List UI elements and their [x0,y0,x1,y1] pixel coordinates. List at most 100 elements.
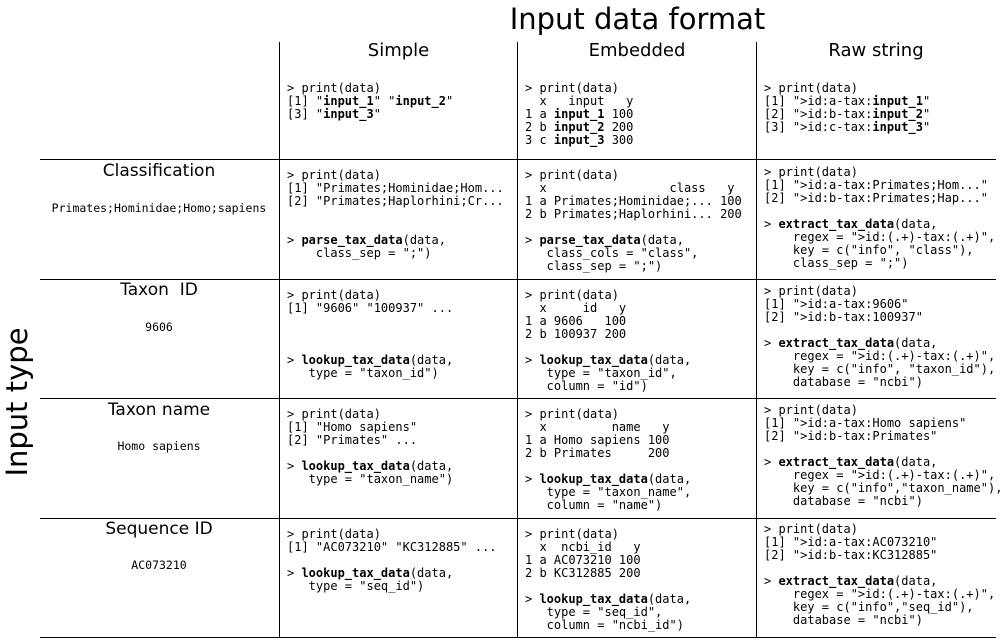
code-text [525,220,532,234]
code-function-name: parse_tax_data [539,233,641,247]
code-text: class_sep = ";") [287,246,432,260]
code-line: x ncbi_id y [525,541,691,554]
code-line: regex = ">id:(.+)-tax:(.+)", [764,588,995,601]
code-text: [1] "Homo sapiens" [287,420,418,434]
code-function-name: extract_tax_data [778,217,895,231]
code-text: type = "taxon_name", [525,485,692,499]
code-text: 2 b [525,120,554,134]
code-line: > print(data) [764,404,1000,417]
code-line: > lookup_tax_data(data, [287,460,453,473]
code-text [287,340,294,354]
code-function-name: input_2 [553,120,605,134]
code-text: > print(data) [525,407,619,421]
code-line: [1] "9606" "100937" ... [287,302,453,315]
code-text: " [922,94,931,108]
code-line: [2] "Primates;Haplorhini;Cr... [287,195,504,208]
code-line: [3] "input_3" [287,108,453,121]
grid-line-col3 [756,42,757,638]
code-text [764,442,771,456]
code-text: [1] ">id:a-tax:AC073210" [764,535,938,549]
column-header-raw-string: Raw string [828,40,924,61]
code-text: [1] ">id:a-tax:Homo sapiens" [764,416,967,430]
code-text: key = c("info", "taxon_id"), [764,362,996,376]
code-text: (data, [894,455,938,469]
code-text: regex = ">id:(.+)-tax:(.+)", [764,349,996,363]
code-text: class_sep = ";") [764,256,909,270]
code-text: > [764,455,779,469]
code-text: x input y [525,94,634,108]
code-text: > print(data) [287,168,381,182]
row-label-classification: Classification [102,161,216,181]
code-text: [2] "Primates" ... [287,433,418,447]
code-text: > print(data) [764,165,858,179]
code-line: > lookup_tax_data(data, [287,354,453,367]
code-text: > print(data) [525,527,619,541]
code-cell: > print(data)[1] ">id:a-tax:Homo sapiens… [764,404,1000,508]
code-line: [1] ">id:a-tax:Homo sapiens" [764,417,1000,430]
code-text: > [287,566,302,580]
code-function-name: extract_tax_data [778,574,895,588]
code-text: [3] " [287,107,324,121]
code-line: > extract_tax_data(data, [764,456,1000,469]
code-text [287,553,294,567]
code-text: column = "id") [525,379,648,393]
code-line: [3] ">id:c-tax:input_3" [764,121,930,134]
grid-line-row2 [40,279,996,280]
code-line: > print(data) [525,408,691,421]
column-header-embedded: Embedded [588,40,686,61]
code-cell: > print(data)[1] "9606" "100937" ... > l… [287,289,453,380]
code-text [764,323,771,337]
code-line: 2 b Primates;Haplorhini... 200 [525,208,742,221]
code-line: > extract_tax_data(data, [764,337,995,350]
code-function-name: lookup_tax_data [539,472,648,486]
code-text: 200 [604,120,634,134]
code-line: > print(data) [525,289,691,302]
code-function-name: input_1 [872,94,923,108]
code-line: type = "taxon_name", [525,485,692,499]
code-line: [2] ">id:b-tax:100937" [764,311,995,324]
code-text: 300 [604,133,634,147]
code-line: 1 a Primates;Hominidae;... 100 [525,195,742,208]
code-line: regex = ">id:(.+)-tax:(.+)", [764,469,1000,482]
code-text: type = "taxon_name") [287,472,454,486]
code-line: x class y [525,182,742,195]
code-text: database = "ncbi") [764,494,923,508]
code-line: class_cols = "class", [525,247,742,260]
code-line: regex = ">id:(.+)-tax:(.+)", [764,350,995,363]
code-cell: > print(data)[1] ">id:a-tax:input_1"[2] … [764,82,930,134]
code-line: regex = ">id:(.+)-tax:(.+)", [764,231,995,244]
code-text: > print(data) [525,81,619,95]
code-text: 1 a [525,107,554,121]
code-text: (data, [647,592,692,606]
row-label-taxon-name: Taxon name [107,400,211,420]
code-text [525,340,532,354]
code-line: column = "ncbi_id") [525,619,691,632]
code-text: 1 a Homo sapiens 100 [525,433,670,447]
code-line: [1] ">id:a-tax:input_1" [764,95,930,108]
code-line: [1] ">id:a-tax:Primates;Hom..." [764,179,995,192]
code-line: 1 a input_1 100 [525,108,633,121]
code-line: type = "seq_id", [525,606,691,619]
code-text: > print(data) [287,81,381,95]
code-line: > print(data) [764,166,995,179]
code-text: 100 [604,107,634,121]
code-text: > print(data) [525,288,619,302]
code-text: x name y [525,420,670,434]
code-line: > parse_tax_data(data, [287,234,504,247]
code-line: > lookup_tax_data(data, [525,473,691,486]
code-text: > [764,336,779,350]
code-text: (data, [640,233,684,247]
code-line: database = "ncbi") [764,376,995,389]
code-text: class_cols = "class", [525,246,699,260]
code-line: > print(data) [287,82,453,95]
code-text: 2 b Primates 200 [525,446,670,460]
code-line: [2] ">id:b-tax:KC312885" [764,549,995,562]
code-function-name: input_3 [553,133,605,147]
code-text: [2] ">id:b-tax:KC312885" [764,548,938,562]
code-text: key = c("info","taxon_name"), [764,481,1000,495]
row-example-taxon-name: Homo sapiens [117,439,201,453]
code-text: [2] ">id:b-tax:Primates;Hap..." [764,191,988,205]
code-function-name: lookup_tax_data [539,353,648,367]
